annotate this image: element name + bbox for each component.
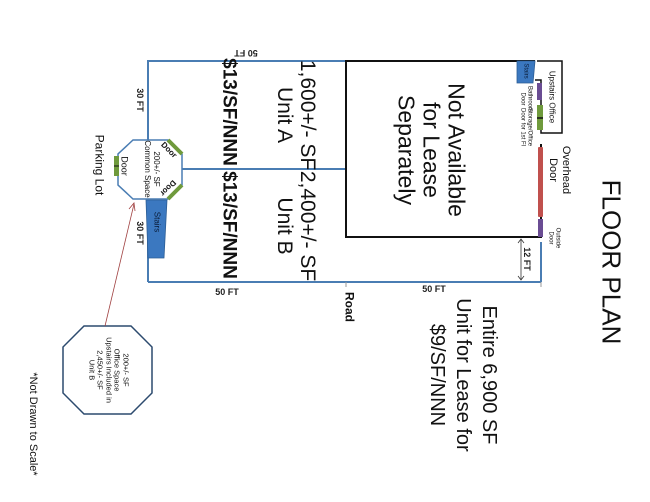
arrow-head-up <box>517 238 525 244</box>
callout-line5: Unit B <box>87 359 97 381</box>
callout-octagon <box>62 325 153 415</box>
callout-arrow-head <box>128 202 136 212</box>
dimension-bottom-right: 50 FT <box>422 284 446 294</box>
road-label: Road <box>342 292 357 322</box>
offer-line2: Unit for Lease for <box>452 298 474 452</box>
common-door-top <box>166 138 184 156</box>
not-available-line1: Not Available <box>443 83 470 217</box>
common-door-bottom <box>166 183 184 201</box>
callout-line3: Upstairs Included in <box>104 337 114 403</box>
unit-a-price: $13/SF/NNN <box>218 58 240 166</box>
unit-a-label: 1,600+/- SF Unit A <box>273 60 319 170</box>
unit-a-b-outline <box>147 60 346 143</box>
overhead-door-line1: Overhead <box>560 145 572 195</box>
arrow-head-down <box>517 275 525 281</box>
stairs-bottom-label: Stairs <box>152 211 162 233</box>
stairs-top <box>516 60 536 84</box>
callout-arrow <box>104 203 135 327</box>
unit-b-name: Unit B <box>273 197 296 255</box>
callout-line4: 2,450+/- SF <box>95 350 105 390</box>
offer-line1: Entire 6,900 SF <box>478 305 500 445</box>
outside-door-label: Outside Door <box>548 228 561 249</box>
upstairs-office-outline <box>535 60 563 134</box>
upstairs-office-label: Upstairs Office <box>547 70 557 124</box>
overhead-door-label: Overhead Door <box>546 146 572 194</box>
parking-lot-label: Parking Lot <box>92 134 107 196</box>
callout-line2: Office Space <box>112 348 122 392</box>
bathroom-door <box>537 83 542 100</box>
storage-door-line2: Door for 1st Fl <box>520 107 526 146</box>
common-space-name: Common Space <box>143 140 152 198</box>
outside-door-line1: Outside <box>554 227 561 249</box>
stairs-top-label: Stairs <box>522 63 529 79</box>
offer-text: Entire 6,900 SF Unit for Lease for $9/SF… <box>424 298 502 451</box>
unit-b-area: 2,400+/- SF <box>296 170 319 282</box>
not-available-line3: Separately <box>393 95 420 205</box>
callout-line1: 200+/- SF <box>121 353 131 387</box>
common-door-side-label: Door <box>119 156 130 176</box>
dimension-gap: 12 FT <box>522 246 532 272</box>
offer-line3: $9/SF/NNN <box>426 323 448 427</box>
unit-a-area: 1,600+/- SF <box>296 59 319 171</box>
unit-a-name: Unit A <box>273 86 296 144</box>
overhead-door <box>538 147 543 217</box>
dimension-left-lower: 30 FT <box>135 221 145 245</box>
overhead-door-line2: Door <box>547 158 559 182</box>
unit-b-price: $13/SF/NNN <box>218 171 240 279</box>
stairs-bottom <box>145 199 168 259</box>
not-available-line2: for Lease <box>418 102 445 198</box>
storage-door-label: Storage/Office Door for 1st Fl <box>520 108 533 146</box>
page-title: FLOOR PLAN <box>596 179 627 345</box>
callout-text: 200+/- SF Office Space Upstairs Included… <box>87 337 130 403</box>
not-available-label: Not Available for Lease Separately <box>393 83 470 217</box>
dimension-bottom-left: 50 FT <box>215 287 239 297</box>
unit-b-label: 2,400+/- SF Unit B <box>273 171 319 281</box>
dimension-top-width: 50 FT <box>234 48 258 58</box>
storage-door-line1: Storage/Office <box>526 107 533 147</box>
common-space-label: 200+/- SF Common Space <box>143 140 161 197</box>
footnote: *Not Drawn to Scale* <box>27 372 39 476</box>
dimension-left-upper: 30 FT <box>135 88 145 112</box>
outside-door <box>538 219 543 237</box>
